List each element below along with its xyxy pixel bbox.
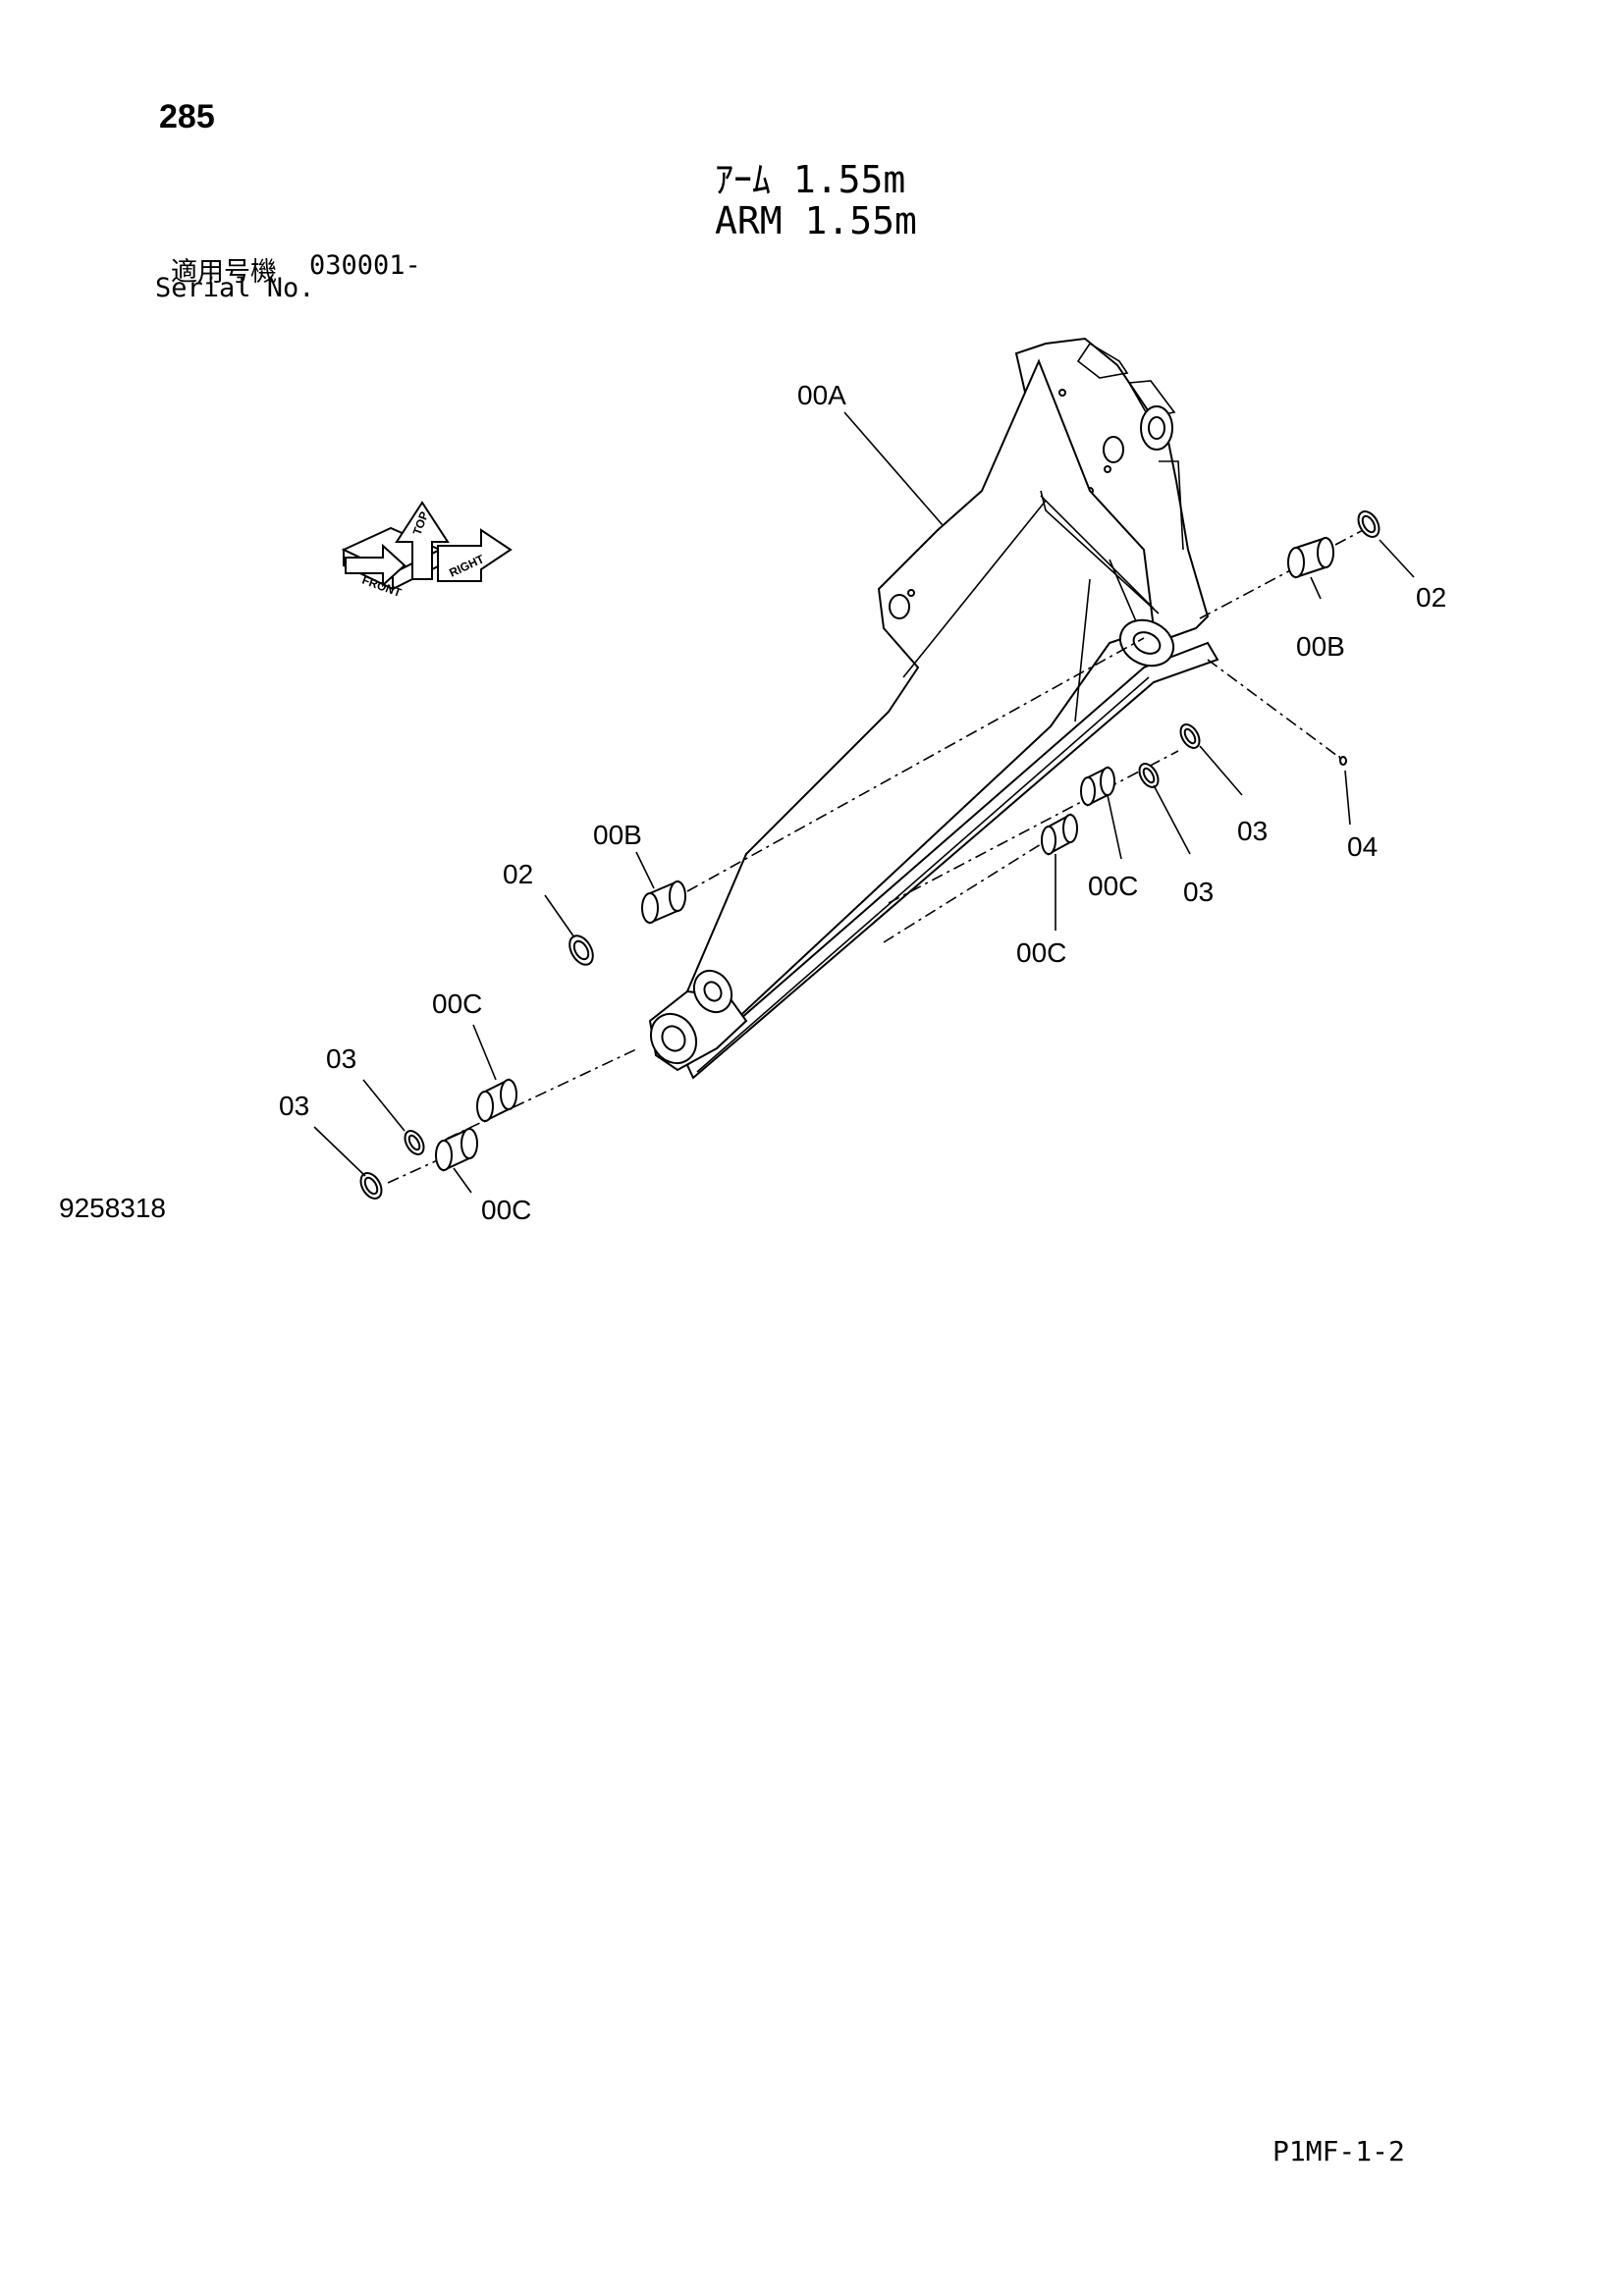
orientation-compass-icon: FRONT TOP RIGHT bbox=[341, 501, 513, 600]
callout-00a: 00A bbox=[797, 380, 846, 410]
arm-assembly bbox=[648, 337, 1219, 1080]
callout-03-left-2: 03 bbox=[279, 1091, 309, 1121]
part-03-ring-left-2[interactable] bbox=[356, 1169, 386, 1201]
part-03-ring-right-2[interactable] bbox=[1136, 761, 1163, 791]
callout-00b-left: 00B bbox=[593, 820, 642, 850]
leader-lines bbox=[313, 411, 1415, 1194]
serial-number-value: 030001- bbox=[309, 250, 421, 281]
callout-03-right-2: 03 bbox=[1183, 877, 1214, 907]
callout-02-left: 02 bbox=[503, 859, 533, 889]
callout-00b-right: 00B bbox=[1296, 631, 1345, 662]
diagram-title-english: ARM 1.55m bbox=[715, 199, 917, 242]
callout-02-right: 02 bbox=[1416, 582, 1446, 613]
part-02-left-ring[interactable] bbox=[565, 932, 597, 969]
part-04-pin[interactable] bbox=[1338, 755, 1347, 766]
callout-00c-left-2: 00C bbox=[481, 1195, 531, 1225]
part-03-ring-left-1[interactable] bbox=[402, 1128, 428, 1158]
callout-00c-right-2: 00C bbox=[1016, 937, 1066, 968]
part-00b-left-bushing[interactable] bbox=[641, 880, 686, 925]
callout-00c-right-1: 00C bbox=[1088, 871, 1138, 901]
page-number: 285 bbox=[159, 98, 215, 135]
callout-03-right-1: 03 bbox=[1237, 816, 1268, 846]
callout-00c-left-1: 00C bbox=[432, 988, 482, 1019]
callout-04: 04 bbox=[1347, 831, 1378, 862]
diagram-title-japanese: ｱｰﾑ 1.55m bbox=[715, 158, 906, 201]
serial-label-japanese: 適用号機 bbox=[171, 257, 277, 288]
page-code: P1MF-1-2 bbox=[1272, 2135, 1405, 2167]
part-00c-bush-left-2[interactable] bbox=[435, 1127, 478, 1172]
part-00c-bush-right-1[interactable] bbox=[1080, 766, 1115, 807]
drawing-number: 9258318 bbox=[59, 1193, 167, 1223]
part-00c-bush-left-1[interactable] bbox=[476, 1078, 517, 1123]
callout-03-left-1: 03 bbox=[326, 1043, 356, 1074]
part-02-right-ring[interactable] bbox=[1354, 507, 1383, 540]
part-03-ring-right-1[interactable] bbox=[1177, 721, 1204, 752]
part-00c-bush-right-2[interactable] bbox=[1041, 813, 1078, 856]
part-00b-right-bushing[interactable] bbox=[1287, 536, 1334, 579]
serial-label-english: Serial No. bbox=[155, 273, 315, 303]
